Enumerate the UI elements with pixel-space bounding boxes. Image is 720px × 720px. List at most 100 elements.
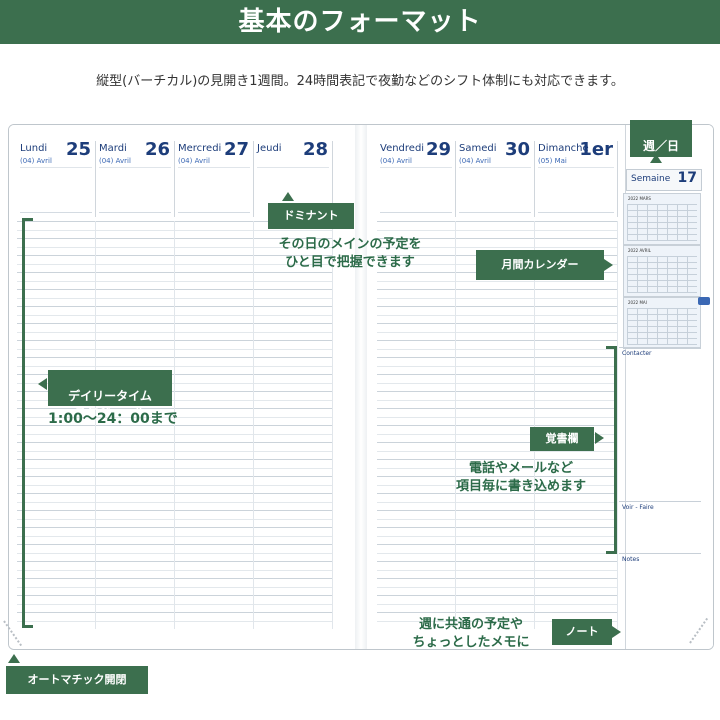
hour-line xyxy=(17,612,95,613)
hour-line xyxy=(96,603,174,605)
hour-line xyxy=(254,569,332,571)
hour-line xyxy=(456,544,534,545)
notes-notes: Notes xyxy=(619,553,701,644)
hour-line xyxy=(377,280,455,282)
hour-line xyxy=(377,408,455,409)
hour-line xyxy=(456,612,534,613)
hour-line xyxy=(175,501,253,503)
callout-week-count: 週／日 カウント xyxy=(630,120,692,170)
hour-line xyxy=(17,578,95,579)
hour-line xyxy=(377,357,455,358)
hour-line xyxy=(377,484,455,486)
hour-line xyxy=(175,272,253,273)
hour-line xyxy=(254,450,332,452)
hour-line xyxy=(254,314,332,316)
saint-line xyxy=(178,206,250,213)
hour-line xyxy=(535,391,617,392)
hour-line xyxy=(456,569,534,571)
hour-line xyxy=(17,595,95,596)
hour-line xyxy=(456,229,534,231)
hour-line xyxy=(456,399,534,401)
day-number: 26 xyxy=(144,139,170,160)
hour-line xyxy=(254,552,332,554)
hour-line xyxy=(17,476,95,477)
week-label: Semaine xyxy=(631,174,671,184)
day-number: 28 xyxy=(302,139,328,160)
hour-line xyxy=(254,399,332,401)
hour-line xyxy=(96,229,174,231)
hour-line xyxy=(96,612,174,613)
hour-line xyxy=(535,229,617,231)
day-column xyxy=(377,221,456,629)
hour-line xyxy=(377,620,455,622)
day-name: Mardi xyxy=(99,143,127,154)
hour-line xyxy=(535,612,617,613)
hour-line xyxy=(175,603,253,605)
hour-line xyxy=(96,331,174,333)
day-name: Jeudi xyxy=(257,143,282,154)
hour-line xyxy=(456,314,534,316)
day-header-mercredi: Mercredi 27 (04) Avril xyxy=(175,139,254,217)
hour-line xyxy=(175,493,253,494)
hour-line xyxy=(377,399,455,401)
notes-section-title: Contacter xyxy=(622,350,652,357)
mini-calendar-title: 2022 AVRIL xyxy=(628,248,651,253)
notes-section-title: Notes xyxy=(622,556,640,563)
hour-line xyxy=(456,238,534,239)
hour-line xyxy=(377,544,455,545)
hour-line xyxy=(17,510,95,511)
hour-line xyxy=(254,620,332,622)
hour-line xyxy=(254,493,332,494)
hour-line xyxy=(254,306,332,307)
callout-time-range: 1:00～24：00まで xyxy=(48,411,178,427)
hour-line xyxy=(175,340,253,341)
dominant-line xyxy=(538,167,614,168)
week-counter: Semaine 17 xyxy=(626,169,702,191)
mini-calendar-grid xyxy=(627,308,697,345)
hour-line xyxy=(535,280,617,282)
hour-line xyxy=(254,433,332,435)
hour-line xyxy=(377,323,455,324)
hour-line xyxy=(96,442,174,443)
hour-line xyxy=(377,467,455,469)
hour-line xyxy=(175,527,253,528)
callout-monthly-calendar: 月間カレンダー xyxy=(476,250,604,280)
hour-line xyxy=(175,535,253,537)
hour-line xyxy=(96,535,174,537)
hour-line xyxy=(456,595,534,596)
hour-line xyxy=(377,527,455,528)
hour-line xyxy=(254,297,332,299)
memo-bracket xyxy=(606,346,617,554)
hour-line xyxy=(456,493,534,494)
hour-line xyxy=(254,246,332,248)
hour-line xyxy=(254,527,332,528)
hour-line xyxy=(175,357,253,358)
hour-line xyxy=(535,578,617,579)
day-month: (04) Avril xyxy=(459,157,491,165)
hour-line xyxy=(175,289,253,290)
hour-line xyxy=(456,416,534,418)
callout-note-desc: 週に共通の予定や ちょっとしたメモに xyxy=(412,617,530,650)
hour-line xyxy=(254,348,332,350)
hour-line xyxy=(535,238,617,239)
hour-line xyxy=(377,552,455,554)
hour-line xyxy=(377,493,455,494)
hour-line xyxy=(17,620,95,622)
hour-line xyxy=(535,348,617,350)
hour-line xyxy=(17,535,95,537)
hour-line xyxy=(377,221,455,222)
hour-line xyxy=(96,416,174,418)
callout-dominant: ドミナント xyxy=(268,203,354,229)
hour-line xyxy=(254,382,332,384)
hour-line xyxy=(254,416,332,418)
hour-line xyxy=(377,442,455,443)
hour-line xyxy=(96,340,174,341)
hour-line xyxy=(377,391,455,392)
hour-line xyxy=(175,552,253,554)
hour-line xyxy=(96,527,174,528)
hour-line xyxy=(535,221,617,222)
hour-line xyxy=(377,348,455,350)
hour-line xyxy=(17,365,95,367)
arrow-right-icon xyxy=(604,259,613,271)
hour-line xyxy=(535,527,617,528)
